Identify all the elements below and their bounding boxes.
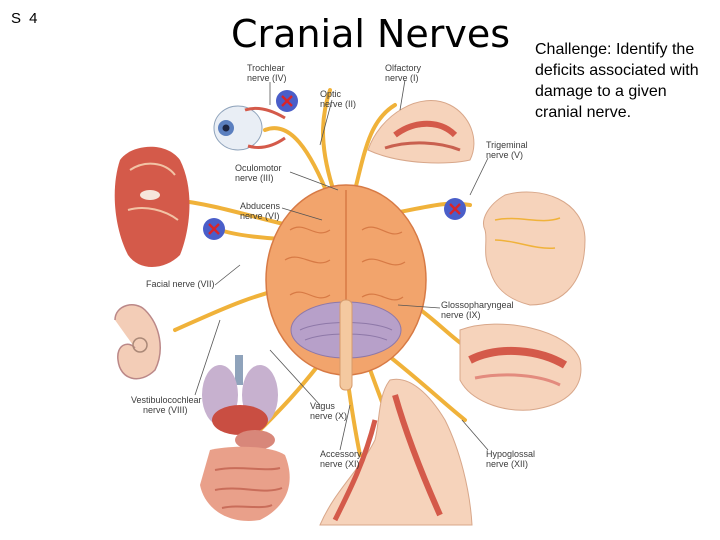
label-trochlear-nerve: Trochlear nerve (IV): [247, 63, 287, 83]
label-leader-lines: [194, 79, 489, 451]
label-olfactory-nerve: Olfactory nerve (I): [385, 63, 422, 83]
label-oculomotor-nerve: Oculomotor nerve (III): [235, 163, 282, 183]
inner-ear-illustration: [114, 304, 161, 380]
label-optic-nerve: Optic nerve (II): [320, 89, 357, 109]
label-accessory-nerve: Accessory nerve (XI): [320, 449, 362, 469]
label-facial-nerve: Facial nerve (VII): [146, 279, 215, 289]
label-glossopharyngeal-nerve: Glossopharyngeal nerve (IX): [441, 300, 514, 320]
nasal-cavity-illustration: [367, 100, 475, 164]
brain-illustration: [265, 184, 427, 391]
x-circle-marker: [444, 198, 466, 220]
challenge-text: Challenge: Identify the deficits associa…: [535, 41, 699, 121]
x-circle-marker: [203, 218, 225, 240]
label-vestibulocochlear-nerve: Vestibulocochlear nerve (VIII): [131, 395, 202, 415]
neck-muscles-illustration: [319, 378, 473, 526]
label-vagus-nerve: Vagus nerve (X): [310, 401, 348, 421]
throat-illustration: [459, 323, 582, 411]
face-profile-illustration: [483, 191, 586, 306]
label-hypoglossal-nerve: Hypoglossal nerve (XII): [486, 449, 536, 469]
label-trigeminal-nerve: Trigeminal nerve (V): [486, 140, 528, 160]
x-circle-marker: [276, 90, 298, 112]
face-muscles-illustration: [114, 146, 190, 268]
label-abducens-nerve: Abducens nerve (VI): [240, 201, 281, 221]
slide-number: S 4: [11, 10, 40, 27]
organs-illustration: [200, 355, 290, 521]
eye-illustration: [213, 105, 286, 151]
slide-title: Cranial Nerves: [231, 12, 511, 56]
